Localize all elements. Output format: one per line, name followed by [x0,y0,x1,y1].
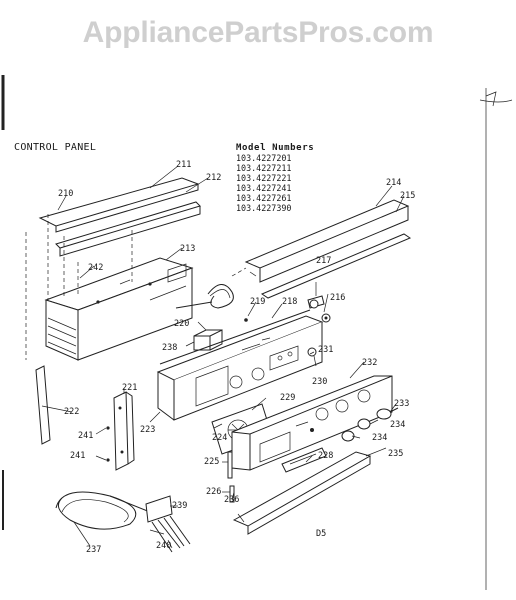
part-233-knob [376,407,399,420]
leader-lines [41,165,405,549]
part-label: 215 [400,191,415,201]
part-label: 223 [140,425,155,435]
part-label: 230 [312,377,327,387]
part-226-spacer [229,485,235,503]
model-numbers-heading: Model Numbers [236,143,315,153]
part-236-screw [310,428,314,432]
part-label: 226 [206,487,221,497]
part-241-screw [106,458,110,462]
part-label: 216 [330,293,345,303]
part-label: 225 [204,457,219,467]
part-237-power-cord [55,491,151,530]
model-number: 103.4227390 [236,203,292,213]
part-label: 234 [390,420,405,430]
part-label: 211 [176,160,191,170]
part-label: 235 [388,449,403,459]
part-label: 212 [206,173,221,183]
part-215-rail [260,233,412,299]
part-label: 217 [316,256,331,266]
part-label: 237 [86,545,101,555]
part-label: 228 [318,451,333,461]
part-220-harness [175,284,234,309]
part-label: 242 [88,263,103,273]
part-219-screw [244,318,248,322]
model-number: 103.4227211 [236,163,292,173]
part-label: 224 [212,433,227,443]
part-221-bracket [113,391,135,471]
model-number: 103.4227241 [236,183,292,193]
part-217-switch [307,295,325,309]
part-label: 214 [386,178,401,188]
part-label: 222 [64,407,79,417]
part-225-spacer [227,451,233,479]
part-label: 236 [224,495,239,505]
part-239-terminal [145,495,173,523]
part-label: 221 [122,383,137,393]
scan-edge-marks [1,75,513,590]
diagram-title: CONTROL PANEL [14,142,97,153]
model-number: 103.4227261 [236,193,292,203]
part-label: 218 [282,297,297,307]
part-label: 241 [70,451,85,461]
part-241-screw [106,426,110,430]
part-211-top-strip [38,177,200,233]
part-240-wires [149,515,191,553]
assembly-lines-left [25,214,133,360]
part-label: 238 [162,343,177,353]
part-label: 241 [78,431,93,441]
model-numbers: Model Numbers 103.4227201 103.4227211 10… [236,143,314,213]
part-label: 213 [180,244,195,254]
part-label: 233 [394,399,409,409]
part-216-nut [321,313,331,323]
page-code: D5 [316,529,326,539]
model-number: 103.4227221 [236,173,292,183]
part-214-rail [244,199,410,283]
part-label: 231 [318,345,333,355]
part-label: 220 [174,319,189,329]
part-label: 239 [172,501,187,511]
part-234-knob [341,430,355,442]
part-label: 240 [156,541,171,551]
part-label: 232 [362,358,377,368]
part-213-housing [44,257,194,361]
model-number: 103.4227201 [236,153,292,163]
part-222-side-strip [35,365,51,445]
part-218-control-frame [156,309,324,421]
watermark: AppliancePartsPros.com [82,16,434,49]
part-228-display [281,447,327,473]
part-212-trim [55,201,201,257]
part-label: 229 [280,393,295,403]
part-238-relay [193,329,223,351]
part-label: 210 [58,189,73,199]
part-235-lower-trim [232,451,372,535]
part-label: 234 [372,433,387,443]
part-234-knob [357,418,371,430]
part-label: 219 [250,297,265,307]
